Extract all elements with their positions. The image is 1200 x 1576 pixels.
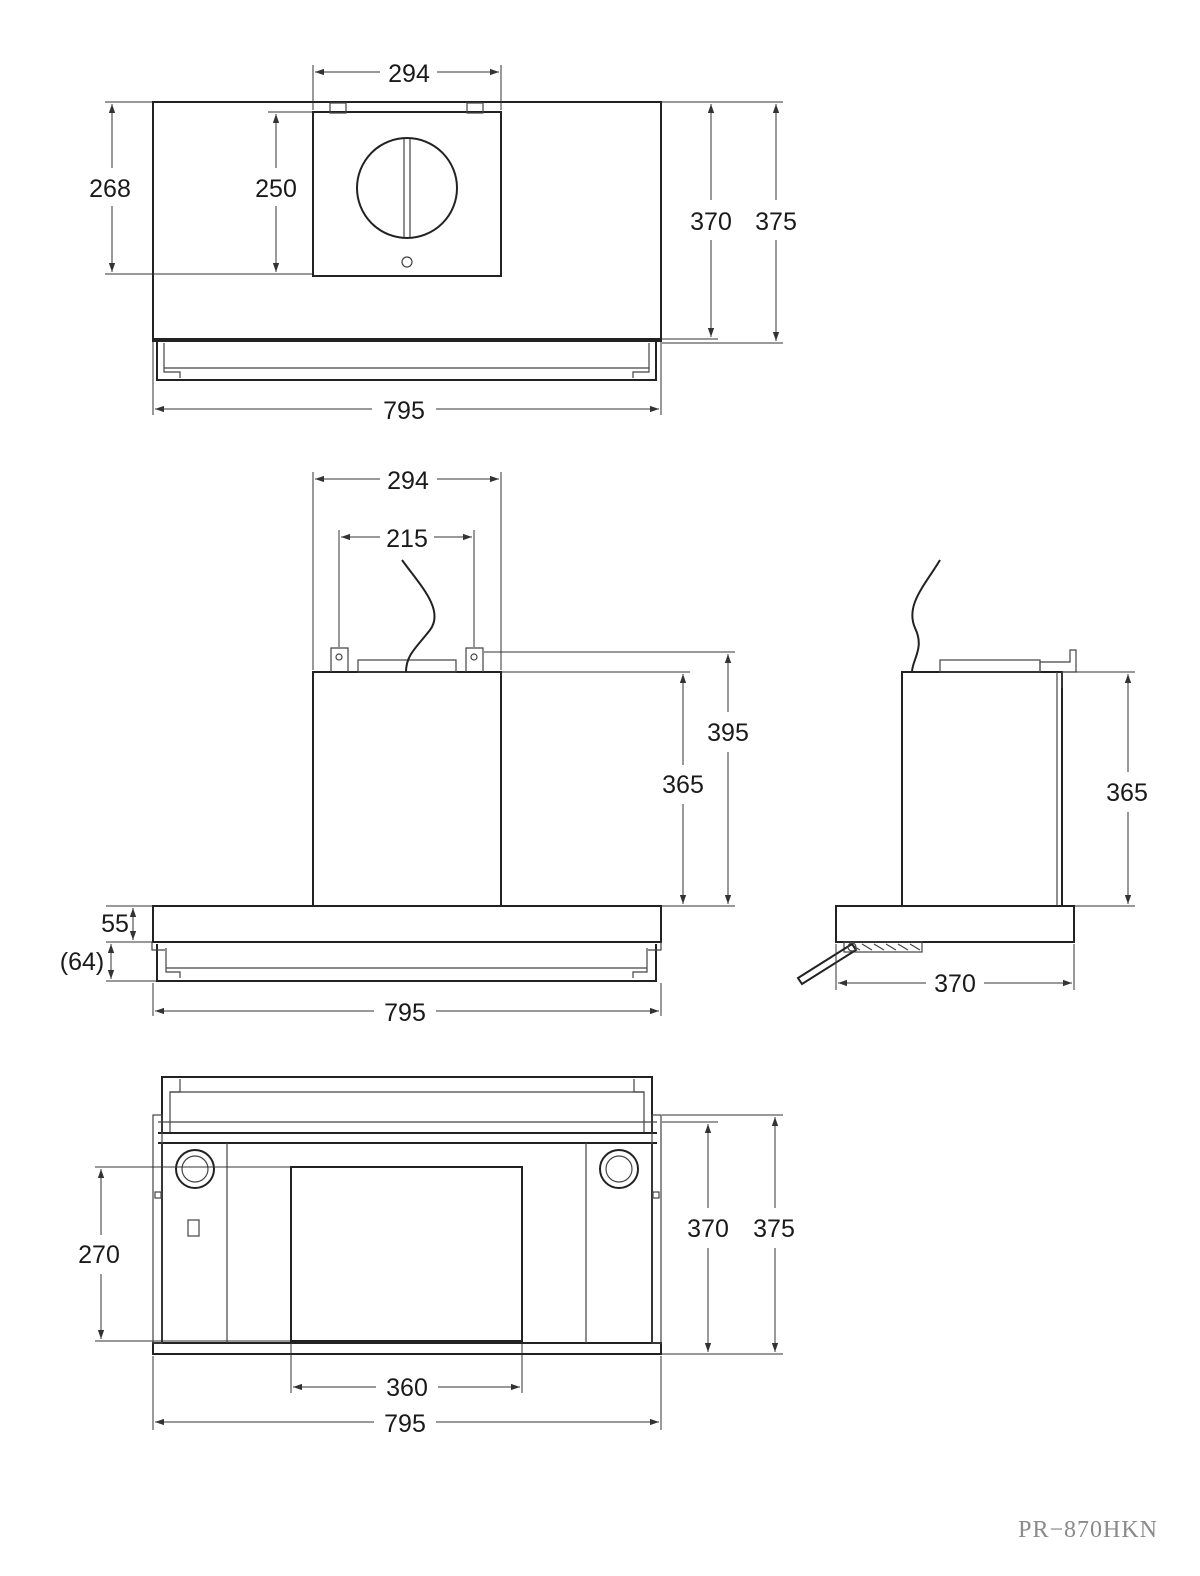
dim-front-365: 365 [662, 771, 704, 799]
dim-top-268: 268 [89, 175, 131, 203]
power-cable-front [401, 559, 436, 673]
visor-arm [843, 941, 923, 953]
lamp-left [175, 1149, 215, 1189]
bracket-right [466, 102, 484, 114]
power-cable-side [911, 559, 941, 673]
chimney-body [312, 671, 502, 907]
bracket-left [329, 102, 347, 114]
dim-side-365: 365 [1106, 779, 1148, 807]
canopy [152, 905, 662, 943]
bracket-right-front [465, 647, 484, 672]
top-view: 294 268 250 370 375 795 [89, 60, 797, 425]
front-view: 294 215 395 365 55 (64) 795 [60, 467, 749, 1027]
dim-top-795: 795 [383, 397, 425, 425]
dim-front-795: 795 [384, 999, 426, 1027]
side-chimney [901, 671, 1063, 907]
bottom-view: 270 370 375 360 795 [78, 1076, 795, 1438]
dim-top-250: 250 [255, 175, 297, 203]
model-label: PR−870HKN [1018, 1517, 1158, 1543]
side-motor-top [939, 659, 1041, 673]
dim-front-55: 55 [101, 910, 129, 938]
dim-bottom-375: 375 [753, 1215, 795, 1243]
bottom-body [161, 1142, 653, 1344]
side-view: 365 370 [796, 559, 1148, 998]
bottom-canopy-edge [152, 1342, 662, 1355]
control-switch [187, 1219, 200, 1237]
side-canopy [835, 905, 1075, 943]
visor-front [156, 944, 657, 982]
visor-handle-top [156, 341, 657, 381]
bracket-left-front [330, 647, 349, 672]
dim-bottom-270: 270 [78, 1241, 120, 1269]
dim-bottom-370: 370 [687, 1215, 729, 1243]
visor-bottom [161, 1076, 653, 1133]
grease-filter [290, 1166, 523, 1342]
duct-outlet [356, 137, 458, 239]
dim-front-294: 294 [387, 467, 429, 495]
chimney-plate [312, 111, 502, 277]
lamp-right [599, 1149, 639, 1189]
visor-tilted [796, 942, 858, 986]
dim-top-294: 294 [388, 60, 430, 88]
top-view-outline [152, 101, 662, 342]
dim-top-375: 375 [755, 208, 797, 236]
dim-bottom-360: 360 [386, 1374, 428, 1402]
dim-top-370: 370 [690, 208, 732, 236]
dim-front-395: 395 [707, 719, 749, 747]
dim-side-370: 370 [934, 970, 976, 998]
dim-front-215: 215 [386, 525, 428, 553]
dim-bottom-795: 795 [384, 1410, 426, 1438]
dim-front-64: (64) [60, 948, 104, 976]
cable-hole [401, 256, 413, 268]
side-bracket [1039, 649, 1077, 688]
